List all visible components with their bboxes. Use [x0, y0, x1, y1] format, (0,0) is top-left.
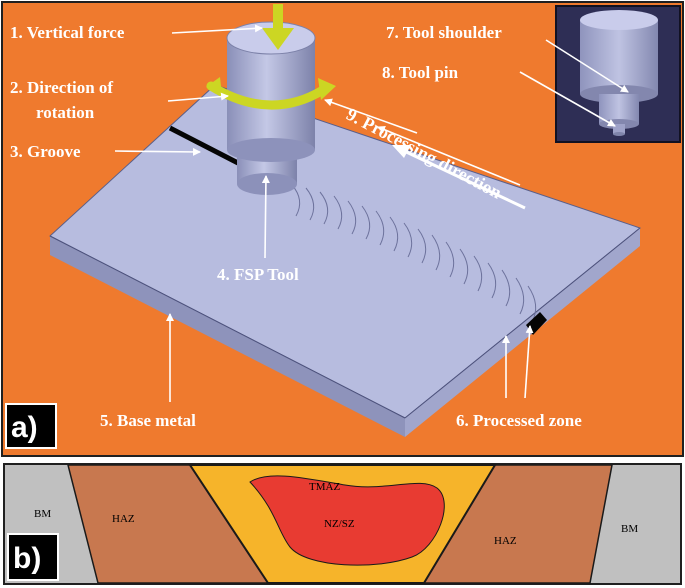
base-metal-plate — [49, 84, 642, 437]
inset-pin — [613, 124, 625, 134]
plate-right-face — [405, 228, 640, 437]
zone-label-bm-right: BM — [621, 523, 638, 535]
panel-a: 1. Vertical force 2. Direction of rotati… — [1, 1, 684, 457]
panel-b-tag: b) — [13, 542, 41, 575]
zone-label-bm-left: BM — [34, 508, 51, 520]
tool-shoulder-cylinder — [227, 38, 315, 150]
label-tool-pin: 8. Tool pin — [382, 63, 459, 82]
zone-label-tmaz: TMAZ — [309, 481, 340, 493]
panel-a-tag: a) — [11, 411, 38, 444]
zone-label-haz-right: HAZ — [494, 535, 517, 547]
groove — [168, 125, 240, 166]
label-vertical-force: 1. Vertical force — [10, 23, 125, 42]
zone-nz-sz — [249, 475, 445, 566]
leader-arrows — [114, 24, 534, 402]
label-base-metal: 5. Base metal — [100, 411, 196, 430]
zone-label-haz-left: HAZ — [112, 513, 135, 525]
label-direction-of-rotation-line1: 2. Direction of — [10, 78, 113, 97]
zone-label-nz-sz: NZ/SZ — [324, 518, 355, 530]
inset-shoulder — [580, 20, 658, 94]
label-tool-shoulder: 7. Tool shoulder — [386, 23, 502, 42]
processed-zone-ripples — [291, 184, 537, 323]
panel-a-tag-box — [5, 403, 57, 449]
fsp-tool — [226, 21, 316, 195]
label-fsp-tool: 4. FSP Tool — [217, 265, 299, 284]
label-direction-of-rotation-line2: rotation — [36, 103, 95, 122]
plate-front-face — [50, 236, 405, 437]
label-processed-zone: 6. Processed zone — [456, 411, 582, 430]
label-groove: 3. Groove — [10, 142, 81, 161]
processing-direction-arrow — [392, 145, 526, 210]
vertical-force-arrow — [262, 4, 294, 50]
tool-inset — [519, 5, 681, 143]
panel-b: BM HAZ TMAZ NZ/SZ HAZ BM b) — [3, 463, 682, 585]
panel-b-tag-box — [7, 533, 59, 581]
